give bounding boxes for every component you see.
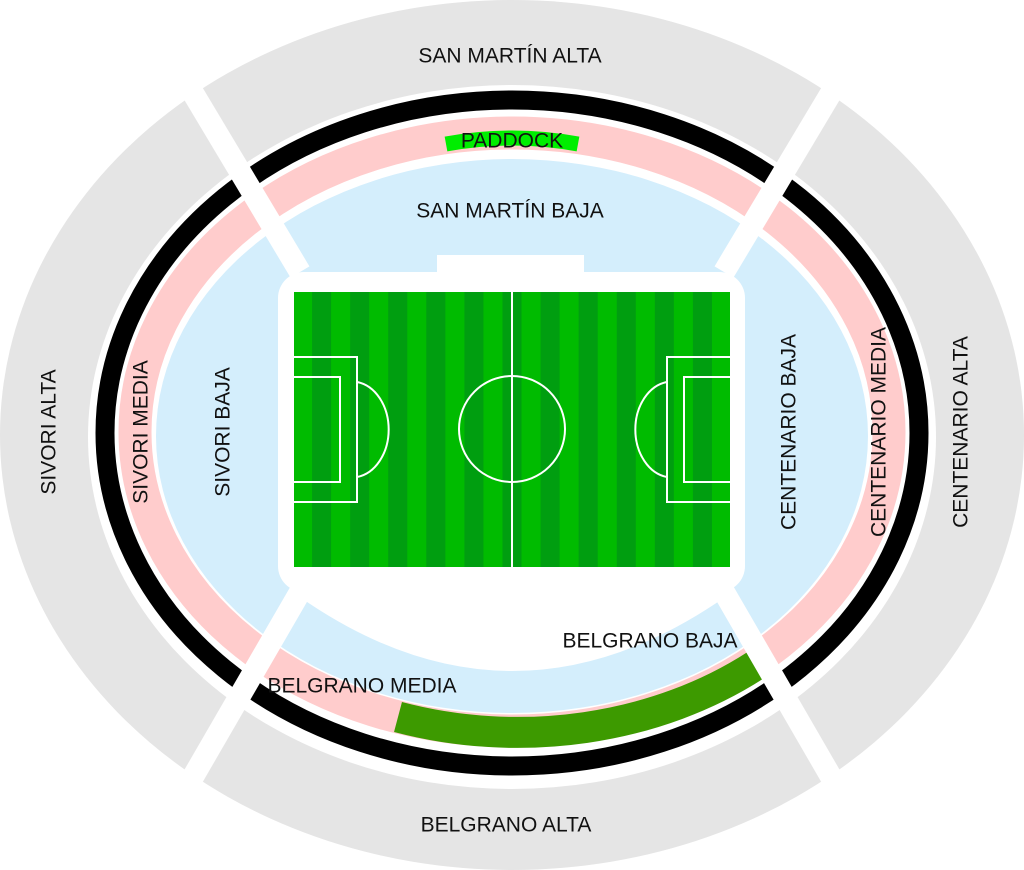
label-belgrano-baja: BELGRANO BAJA xyxy=(562,630,737,653)
pitch-stripe xyxy=(540,291,561,568)
label-centenario-media: CENTENARIO MEDIA xyxy=(868,327,891,537)
label-sivori-baja: SIVORI BAJA xyxy=(212,367,235,497)
label-sivori-media: SIVORI MEDIA xyxy=(130,360,153,504)
label-paddock: PADDOCK xyxy=(461,130,563,153)
pitch-stripe xyxy=(426,291,446,568)
pitch-stripe xyxy=(635,291,656,568)
pitch-stripe xyxy=(350,291,370,568)
label-san-martin-alta: SAN MARTÍN ALTA xyxy=(418,45,601,68)
pitch-stripe xyxy=(559,291,580,568)
pitch-stripe xyxy=(407,291,427,568)
label-belgrano-alta: BELGRANO ALTA xyxy=(421,814,592,837)
pitch-stripe xyxy=(616,291,637,568)
pitch-stripe xyxy=(711,291,732,568)
pitch-stripe xyxy=(312,291,332,568)
black-ring xyxy=(95,90,929,776)
label-san-martin-baja: SAN MARTÍN BAJA xyxy=(416,200,603,223)
pitch xyxy=(293,291,732,568)
label-belgrano-media: BELGRANO MEDIA xyxy=(267,675,456,698)
field-surround-bottom xyxy=(290,590,735,671)
belgrano-highlight-segment[interactable] xyxy=(394,651,765,748)
pitch-stripe xyxy=(483,291,503,568)
pitch-stripe xyxy=(692,291,713,568)
pitch-stripe xyxy=(521,291,542,568)
paddock-segment[interactable] xyxy=(444,130,580,152)
label-sivori-alta: SIVORI ALTA xyxy=(38,369,61,494)
label-centenario-alta: CENTENARIO ALTA xyxy=(950,336,973,528)
pitch-stripe xyxy=(388,291,408,568)
pitch-stripe xyxy=(597,291,618,568)
corridors xyxy=(180,82,844,788)
pitch-stripe xyxy=(578,291,599,568)
label-centenario-baja: CENTENARIO BAJA xyxy=(778,334,801,530)
pitch-stripe xyxy=(464,291,484,568)
pitch-lines xyxy=(292,290,732,569)
pitch-stripe xyxy=(654,291,675,568)
pitch-stripe xyxy=(369,291,389,568)
pitch-stripe xyxy=(293,291,313,568)
pitch-stripe xyxy=(445,291,465,568)
